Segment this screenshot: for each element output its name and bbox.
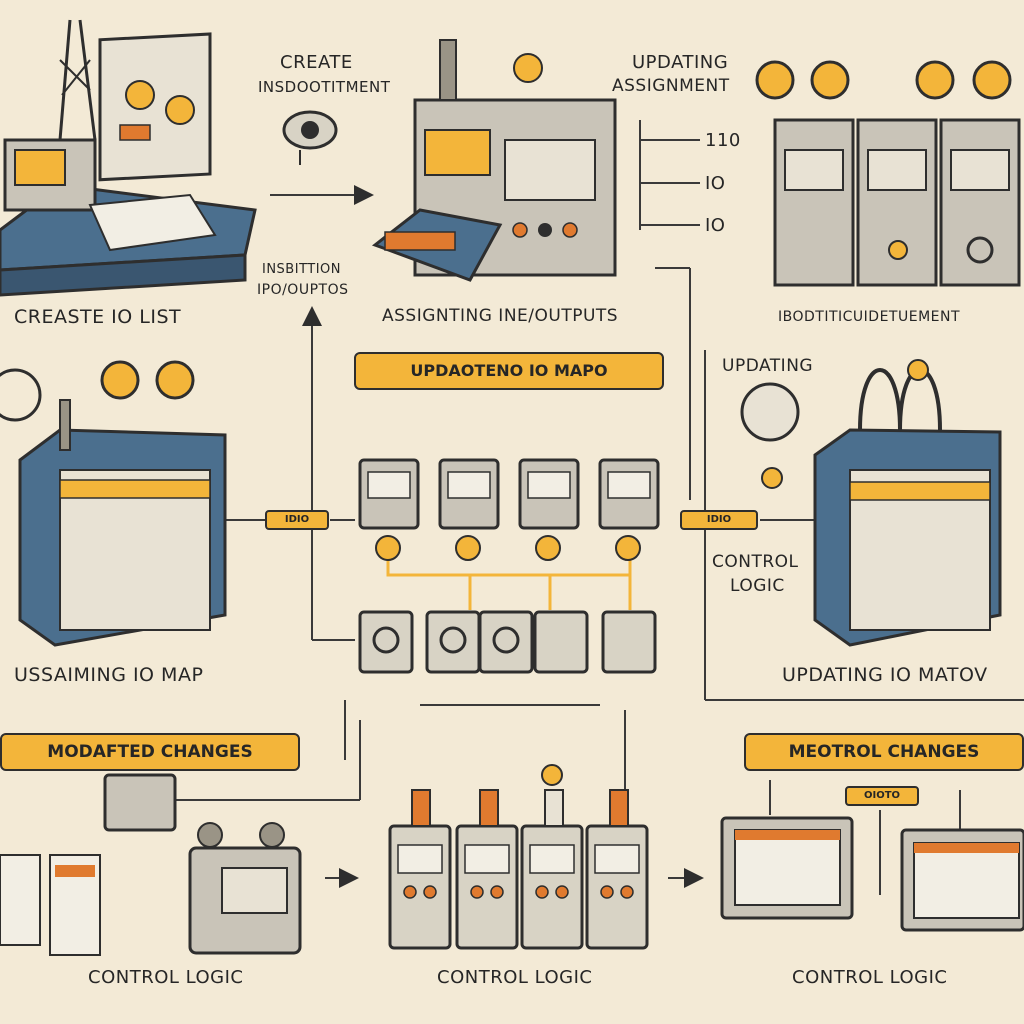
label-io-3: IO [705,215,726,236]
io-rack-left [0,360,227,647]
banner-meotrol-changes: MEOTROL CHANGES [744,733,1024,771]
control-console-illustration [371,39,617,282]
label-assignment: ASSIGNMENT [612,76,730,96]
label-insertion-2: IPO/OUPTOS [257,282,349,298]
controller-modules [388,764,649,950]
io-map-modules [358,458,660,674]
label-using-io-map: USSAIMING IO MAP [14,664,204,686]
label-updating-io-map: UPDATING IO MATOV [782,664,988,686]
cabinet-row-top [755,60,1021,287]
label-create-sub: INSDOOTITMENT [258,78,391,96]
label-create: CREATE [280,52,353,73]
eye-icon [282,110,338,165]
label-control-mid-1: CONTROL [712,552,799,572]
monitor-screens [720,816,1024,932]
label-io-1: 110 [705,130,741,151]
workstation-illustration [0,19,257,297]
documents-and-device [0,773,302,956]
banner-modified-changes: MODAFTED CHANGES [0,733,300,771]
label-assigning: ASSIGNTING INE/OUTPUTS [382,306,619,326]
label-updating-top: UPDATING [632,52,729,73]
label-updating-mid: UPDATING [722,356,814,376]
label-control-mid-2: LOGIC [730,576,785,596]
label-io-2: IO [705,173,726,194]
label-cabinet-caption: IBODTITICUIDETUEMENT [778,309,961,325]
label-control-logic-2: CONTROL LOGIC [437,967,593,988]
tag-right: IDIO [680,510,758,530]
label-create-io-list: CREASTE IO LIST [14,306,182,328]
label-insertion-1: INSBITTION [262,262,342,277]
tag-left: IDIO [265,510,329,530]
io-rack-right [740,359,1002,647]
banner-io-map: UPDAOTENO IO MAPO [354,352,664,390]
label-control-logic-3: CONTROL LOGIC [792,967,948,988]
label-control-logic-1: CONTROL LOGIC [88,967,244,988]
tag-small: OIOTO [845,786,919,806]
